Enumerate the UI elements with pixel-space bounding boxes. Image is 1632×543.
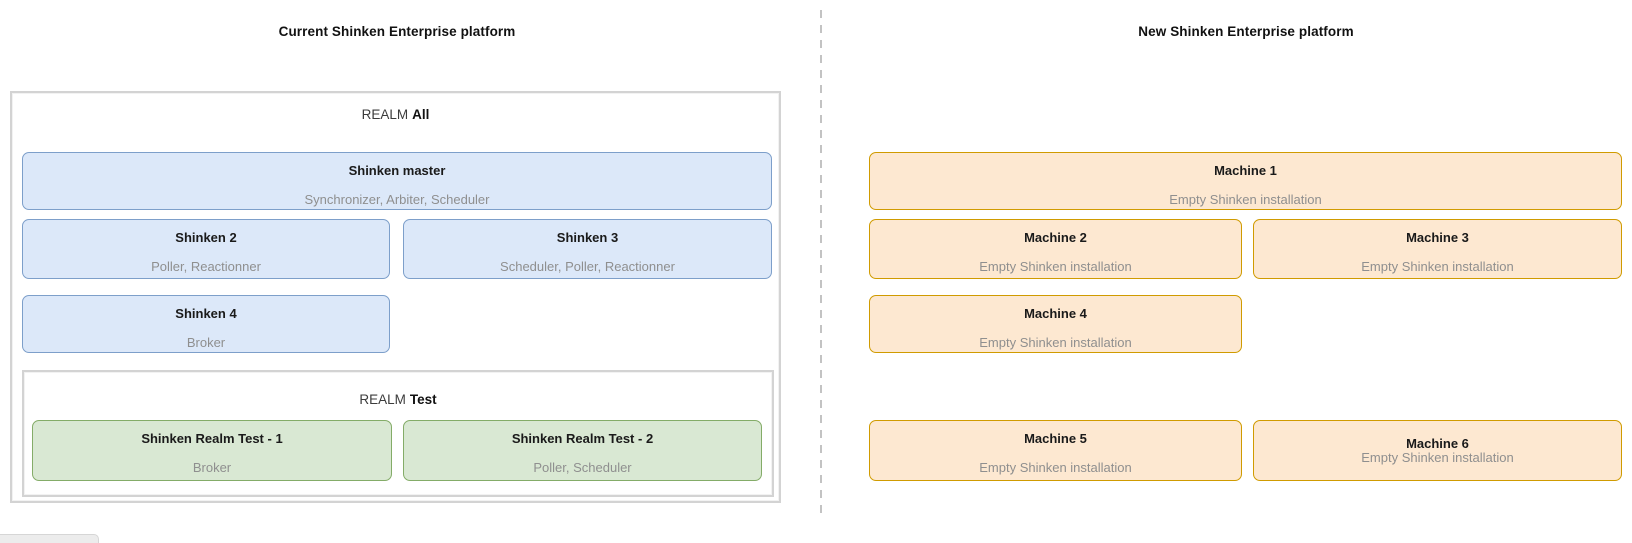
node-title: Shinken 2 xyxy=(175,230,237,245)
node-title: Machine 2 xyxy=(1024,230,1087,245)
node-machine-3: Machine 3 Empty Shinken installation xyxy=(1253,219,1622,279)
node-title: Machine 4 xyxy=(1024,306,1087,321)
node-shinken-master: Shinken master Synchronizer, Arbiter, Sc… xyxy=(22,152,772,210)
panel-divider-dashed-line xyxy=(820,10,822,516)
node-subtitle: Empty Shinken installation xyxy=(979,460,1132,475)
node-title: Machine 1 xyxy=(1214,163,1277,178)
node-title: Shinken Realm Test - 1 xyxy=(141,431,283,446)
node-title: Shinken Realm Test - 2 xyxy=(511,431,654,446)
node-subtitle: Broker xyxy=(186,335,226,350)
node-subtitle: Poller, Scheduler xyxy=(533,460,632,475)
realm-test-label-name: Test xyxy=(409,392,437,407)
node-machine-5: Machine 5 Empty Shinken installation xyxy=(869,420,1242,481)
node-title: Machine 6 xyxy=(1406,435,1469,451)
node-title: Machine 3 xyxy=(1406,230,1469,245)
node-shinken-realm-test-1: Shinken Realm Test - 1 Broker xyxy=(32,420,392,481)
realm-all-label-name: All xyxy=(412,107,430,122)
node-shinken-4: Shinken 4 Broker xyxy=(22,295,390,353)
node-subtitle: Scheduler, Poller, Reactionner xyxy=(500,259,675,274)
node-shinken-3: Shinken 3 Scheduler, Poller, Reactionner xyxy=(403,219,772,279)
node-title: Shinken 3 xyxy=(556,230,619,245)
node-shinken-2: Shinken 2 Poller, Reactionner xyxy=(22,219,390,279)
node-machine-6: Machine 6 Empty Shinken installation xyxy=(1253,420,1622,481)
node-subtitle: Synchronizer, Arbiter, Scheduler xyxy=(304,192,490,207)
node-subtitle: Empty Shinken installation xyxy=(1361,449,1514,465)
new-platform-title: New Shinken Enterprise platform xyxy=(1138,24,1354,39)
realm-test-label-prefix: REALM xyxy=(359,392,406,407)
node-shinken-realm-test-2: Shinken Realm Test - 2 Poller, Scheduler xyxy=(403,420,762,481)
node-subtitle: Empty Shinken installation xyxy=(1361,259,1514,274)
node-subtitle: Broker xyxy=(192,460,232,475)
node-title: Shinken master xyxy=(348,163,446,178)
current-platform-title: Current Shinken Enterprise platform xyxy=(278,24,516,39)
node-title: Machine 5 xyxy=(1024,431,1087,446)
node-subtitle: Empty Shinken installation xyxy=(979,259,1132,274)
node-machine-1: Machine 1 Empty Shinken installation xyxy=(869,152,1622,210)
node-subtitle: Empty Shinken installation xyxy=(1169,192,1322,207)
node-machine-4: Machine 4 Empty Shinken installation xyxy=(869,295,1242,353)
status-bar-fragment xyxy=(0,534,99,543)
node-subtitle: Poller, Reactionner xyxy=(151,259,261,274)
node-title: Shinken 4 xyxy=(175,306,237,321)
node-machine-2: Machine 2 Empty Shinken installation xyxy=(869,219,1242,279)
realm-all-label-prefix: REALM xyxy=(361,107,409,122)
node-subtitle: Empty Shinken installation xyxy=(979,335,1132,350)
